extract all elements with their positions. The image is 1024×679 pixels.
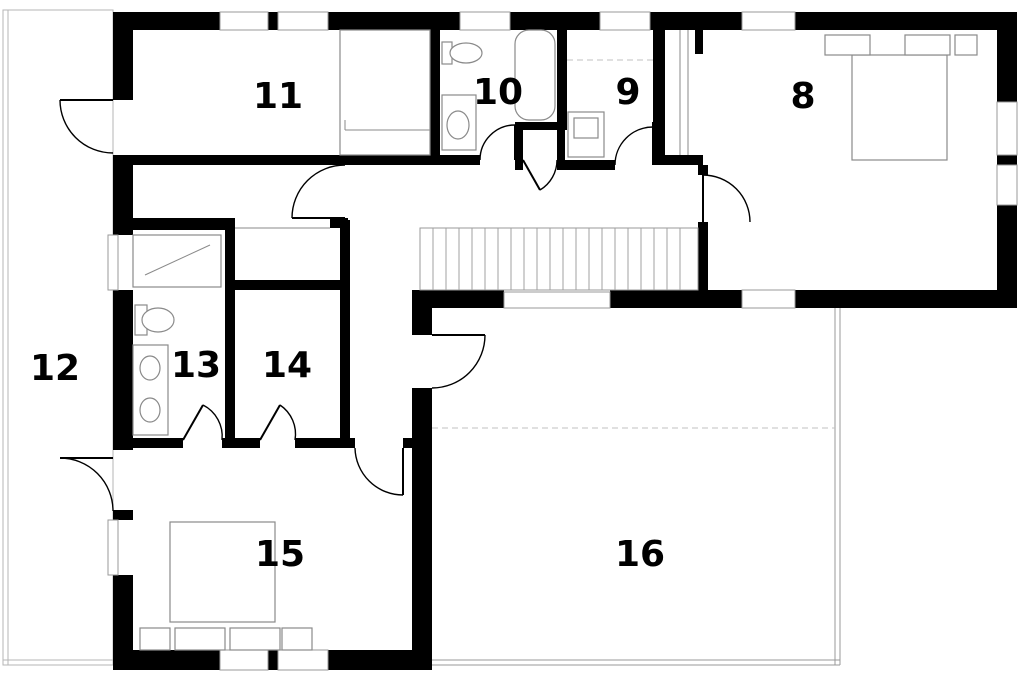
porch-deck	[2, 9, 114, 666]
windows	[107, 11, 1018, 671]
room-9-label: 9	[615, 72, 640, 113]
room-13-label: 13	[171, 345, 221, 386]
bathtub-icon	[514, 29, 556, 121]
room-labels: 8 9 10 11 12 13 14 15 16	[30, 72, 816, 575]
room-11-label: 11	[253, 76, 303, 117]
garage-outline	[432, 304, 841, 666]
toilet-icon	[134, 304, 175, 336]
closet-icon	[679, 30, 689, 155]
stair	[419, 227, 699, 291]
toilet-icon	[441, 41, 483, 65]
bed-icon	[339, 29, 431, 156]
room-14-label: 14	[262, 345, 312, 386]
fixtures	[132, 29, 978, 651]
room-10-label: 10	[473, 72, 523, 113]
bed-icon	[824, 34, 978, 161]
bed-icon	[139, 521, 313, 651]
room-15-label: 15	[255, 534, 305, 575]
doors	[59, 99, 751, 512]
room-8-label: 8	[790, 76, 815, 117]
room-12-label: 12	[30, 348, 80, 389]
room-16-label: 16	[615, 534, 665, 575]
bathtub-icon	[132, 234, 222, 288]
sink-icon	[441, 94, 477, 151]
sink-icon	[567, 111, 605, 158]
walls	[113, 12, 1017, 670]
sink-icon	[132, 344, 169, 436]
